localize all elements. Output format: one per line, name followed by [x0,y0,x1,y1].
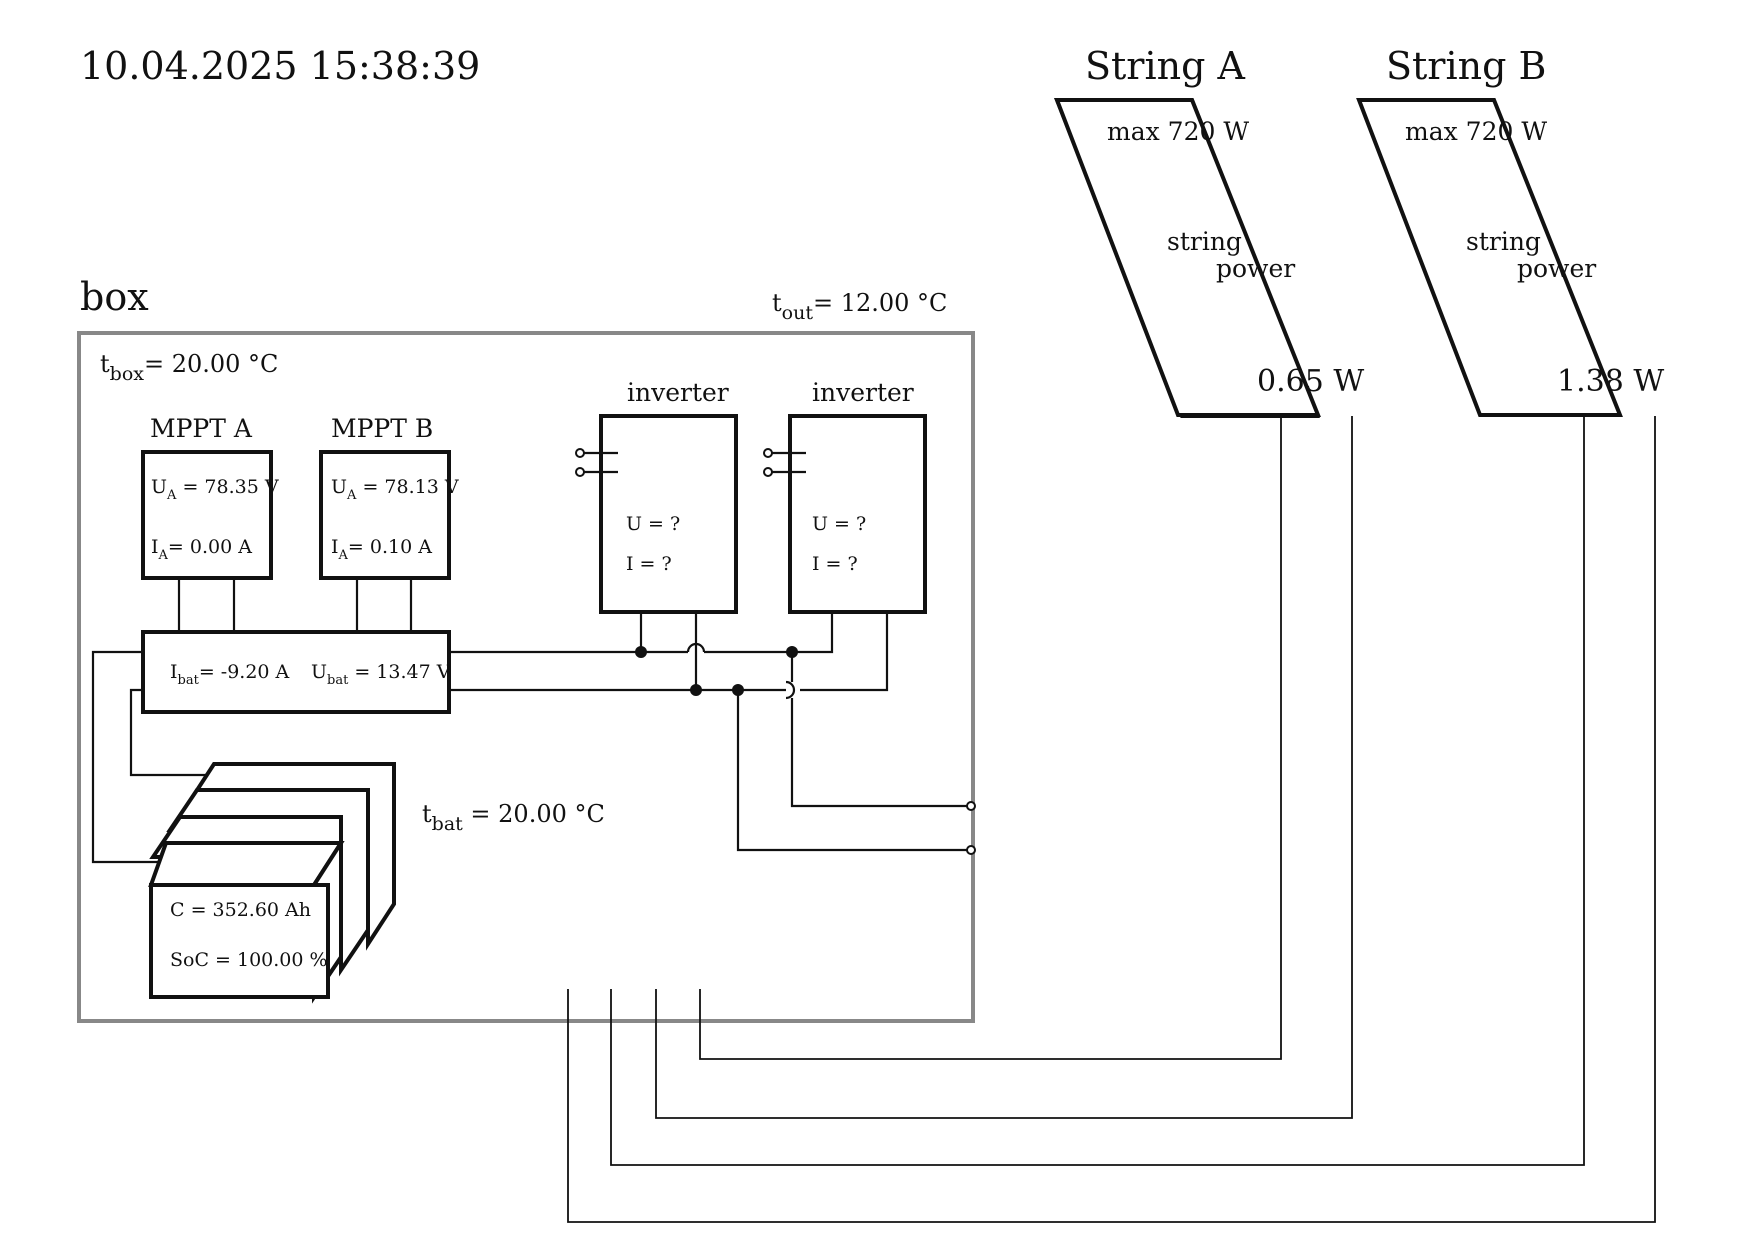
t-out-readout: tout= 12.00 °C [772,289,947,324]
charge-controller-box [141,630,451,714]
battery-pack: C = 352.60 Ah SoC = 100.00 % [148,762,396,1004]
mppt-b-box [319,450,451,580]
t-box-readout: tbox= 20.00 °C [100,350,278,385]
mppt-a: MPPT A UA = 78.35 V IA= 0.00 A [141,414,279,580]
svg-text:tbat = 20.00 °C: tbat = 20.00 °C [422,800,605,835]
terminal [966,801,976,811]
inverter-2-title: inverter [812,378,914,407]
string-cables [567,416,1656,1223]
string-a-title: String A [1085,44,1245,88]
string-b-title: String B [1386,44,1546,88]
inverter-1-box [599,414,738,614]
box-title: box [80,275,149,319]
string-a-label-string: string [1167,227,1242,256]
svg-text:tout= 12.00 °C: tout= 12.00 °C [772,289,947,324]
string-b-label-power: power [1517,254,1596,283]
mppt-controller-wires [177,578,413,632]
dc-bus [449,613,976,855]
inverter-1-title: inverter [627,378,729,407]
ac-terminal [575,467,585,477]
string-a: String A max 720 W string power 0.65 W [1054,44,1364,418]
ac-terminal [763,467,773,477]
string-b-panel [1356,98,1623,417]
ac-terminal [763,448,773,458]
battery-capacity: C = 352.60 Ah [170,899,311,921]
mppt-b: MPPT B UA = 78.13 V IA= 0.10 A [319,414,459,580]
charge-controller: Ibat= -9.20 A Ubat = 13.47 V [141,630,451,714]
inverter-2-box [788,414,927,614]
mppt-a-current: IA= 0.00 A [151,536,252,563]
string-a-power: 0.65 W [1257,364,1364,399]
mppt-a-title: MPPT A [150,414,253,443]
string-b: String B max 720 W string power 1.38 W [1356,44,1664,417]
battery-soc: SoC = 100.00 % [170,949,328,971]
timestamp: 10.04.2025 15:38:39 [80,44,480,88]
inverter-1: inverter U = ? I = ? [575,378,738,614]
battery-voltage: Ubat = 13.47 V [311,661,451,688]
string-b-max: max 720 W [1405,117,1547,146]
battery-cell-top [148,841,345,887]
mppt-b-current: IA= 0.10 A [331,536,432,563]
string-b-power: 1.38 W [1557,364,1664,399]
t-bat-readout: tbat = 20.00 °C [422,800,605,835]
terminal [966,845,976,855]
mppt-b-title: MPPT B [331,414,433,443]
string-a-max: max 720 W [1107,117,1249,146]
battery-current: Ibat= -9.20 A [170,661,290,688]
inverter-2: inverter U = ? I = ? [763,378,927,614]
inverter-1-current: I = ? [626,553,672,575]
svg-text:tbox= 20.00 °C: tbox= 20.00 °C [100,350,278,385]
box-enclosure [77,331,975,1023]
inverter-2-current: I = ? [812,553,858,575]
string-a-panel [1054,98,1321,417]
junction-dot [690,684,702,696]
inverter-1-voltage: U = ? [626,513,680,535]
junction-dot [786,646,798,658]
mppt-b-voltage: UA = 78.13 V [331,476,459,503]
mppt-a-box [141,450,273,580]
mppt-a-voltage: UA = 78.35 V [151,476,279,503]
junction-dot [732,684,744,696]
ac-terminal [575,448,585,458]
junction-dot [635,646,647,658]
string-b-label-string: string [1466,227,1541,256]
battery-front [149,883,330,999]
battery-wires [91,650,214,864]
string-a-label-power: power [1216,254,1295,283]
inverter-2-voltage: U = ? [812,513,866,535]
